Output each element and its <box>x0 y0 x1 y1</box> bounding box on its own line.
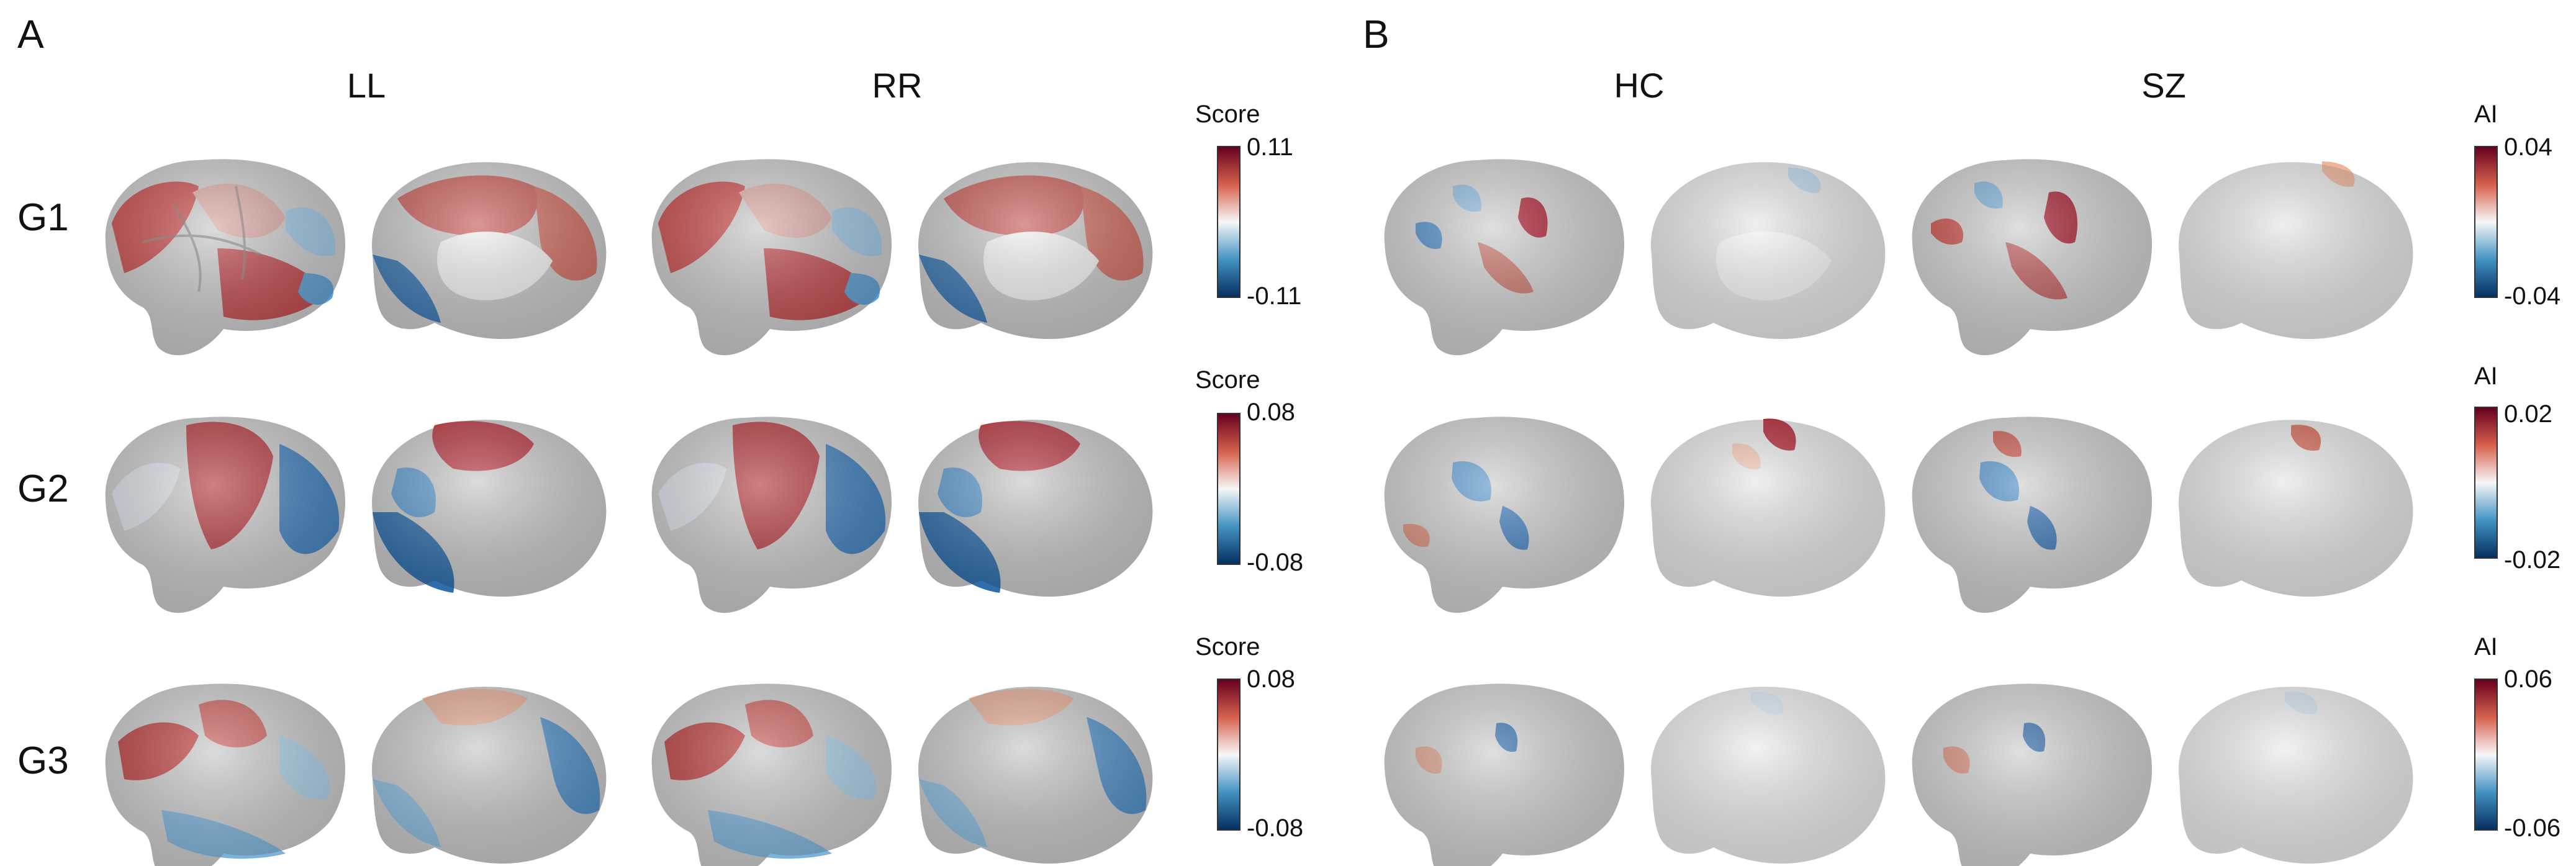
colorbar-g1-ai-max: 0.04 <box>2504 133 2552 161</box>
column-title-ll: LL <box>346 66 386 105</box>
colorbar-g3-ai-min: -0.06 <box>2504 814 2561 842</box>
colorbar-title-g2-score: Score <box>1195 366 1260 394</box>
row-label-g2: G2 <box>17 467 69 510</box>
colorbar-g1-score-max: 0.11 <box>1247 133 1293 161</box>
colorbar-g1-score <box>1217 146 1241 298</box>
colorbar-g2-ai-min: -0.02 <box>2504 546 2561 574</box>
colorbar-g3-ai <box>2474 679 2498 831</box>
colorbar-title-g3-score: Score <box>1195 633 1260 661</box>
colorbar-g3-score <box>1217 679 1241 831</box>
colorbar-g2-score-max: 0.08 <box>1247 399 1295 426</box>
column-title-rr: RR <box>872 66 923 105</box>
colorbar-title-g1-score: Score <box>1195 101 1260 128</box>
column-title-sz: SZ <box>2141 66 2186 105</box>
colorbar-g1-ai-min: -0.04 <box>2504 282 2561 310</box>
colorbar-g1-ai <box>2474 146 2498 298</box>
column-title-hc: HC <box>1614 66 1665 105</box>
row-label-g1: G1 <box>17 196 69 239</box>
colorbar-g3-ai-max: 0.06 <box>2504 665 2552 693</box>
colorbar-g2-score-min: -0.08 <box>1247 549 1304 576</box>
colorbar-g3-score-min: -0.08 <box>1247 814 1304 842</box>
colorbar-g3-score-max: 0.08 <box>1247 665 1295 693</box>
colorbar-title-g3-ai: AI <box>2474 633 2498 661</box>
colorbar-g2-score <box>1217 413 1241 565</box>
colorbar-g2-ai <box>2474 407 2498 559</box>
row-label-g3: G3 <box>17 739 69 782</box>
colorbar-g2-ai-max: 0.02 <box>2504 400 2552 428</box>
colorbar-g1-score-min: -0.11 <box>1247 282 1302 310</box>
panel-a-letter: A <box>17 12 44 56</box>
colorbar-title-g1-ai: AI <box>2474 101 2498 128</box>
panel-b-letter: B <box>1363 12 1390 56</box>
colorbar-title-g2-ai: AI <box>2474 363 2498 390</box>
